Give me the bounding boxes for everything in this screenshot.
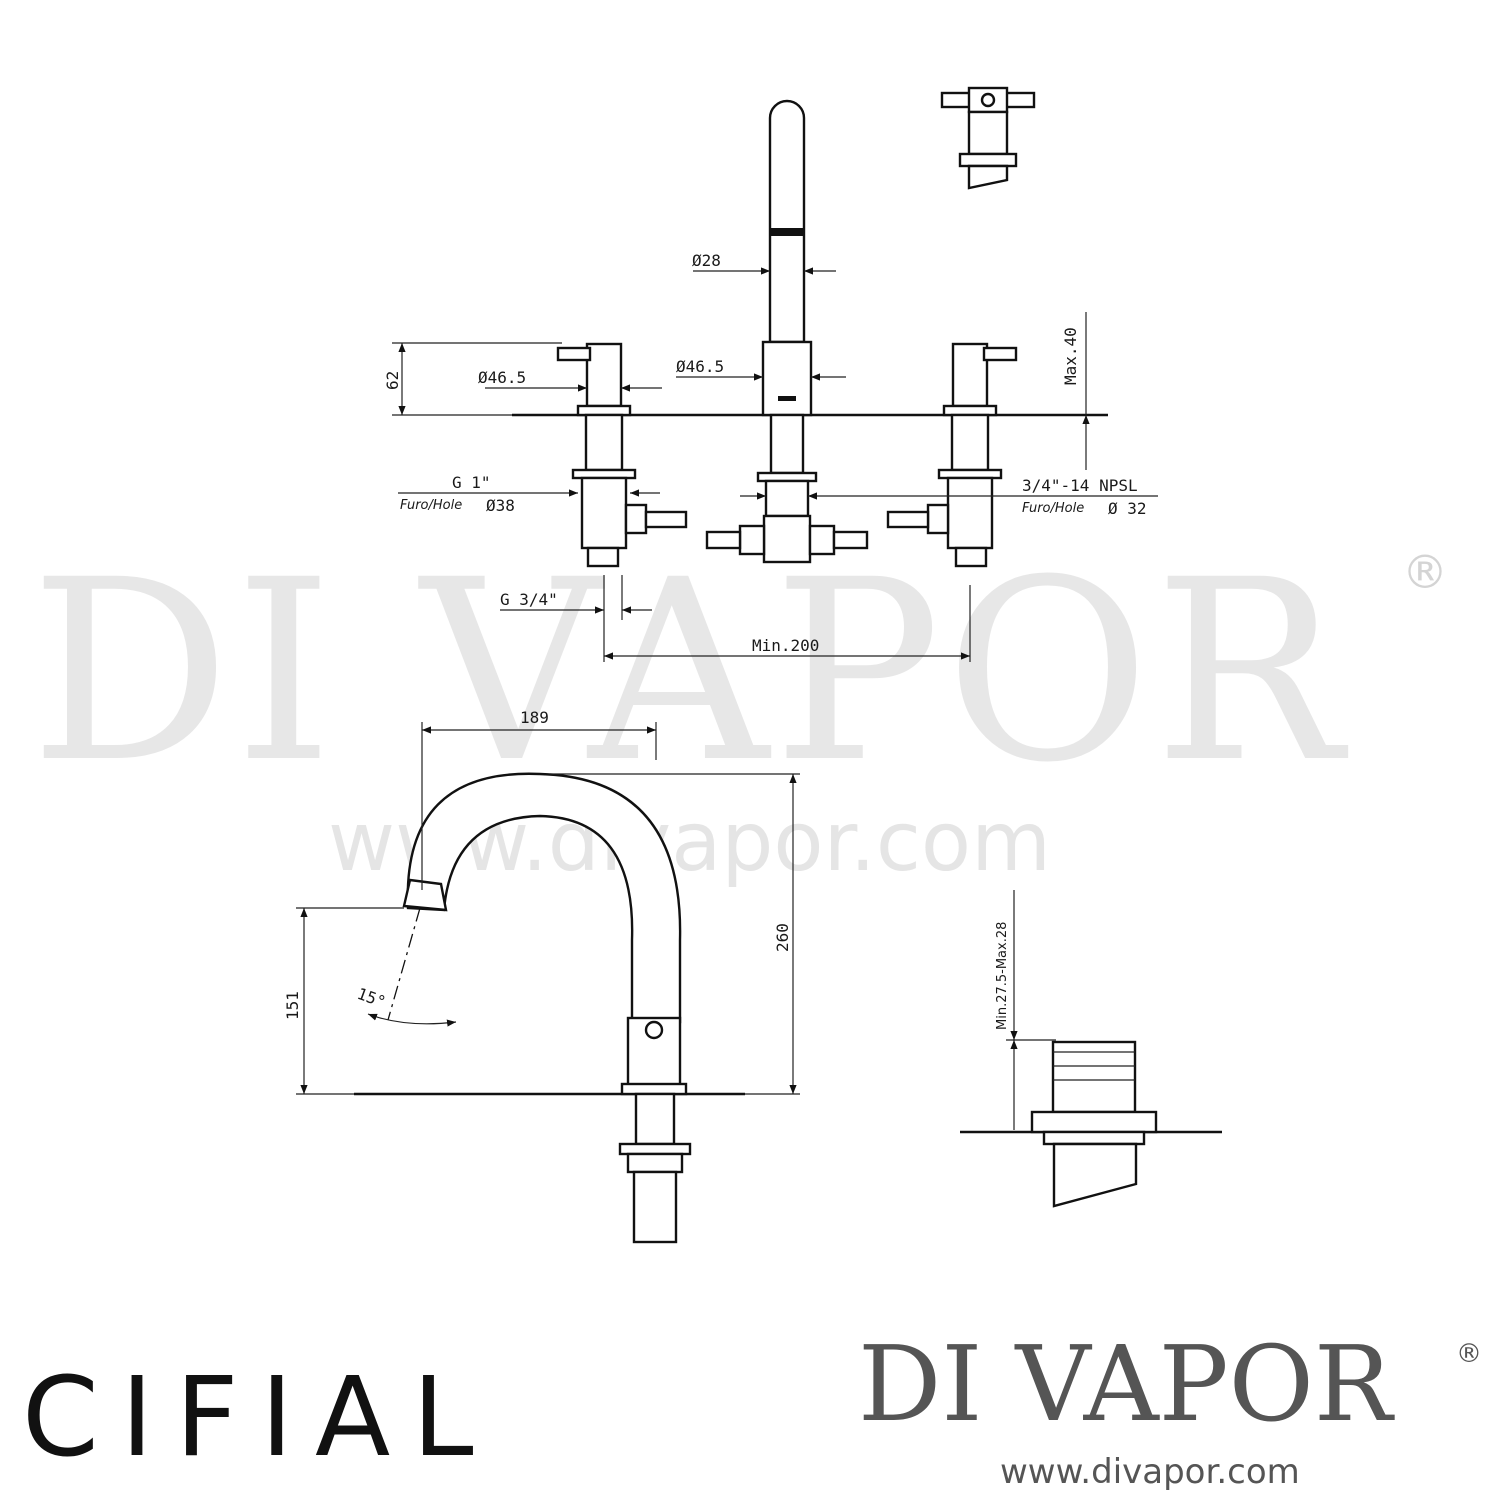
right-handle-valve [886, 342, 1018, 568]
cross-handle-icon [940, 86, 1036, 190]
angle-arc [367, 1013, 457, 1027]
detail-shank [1052, 1142, 1138, 1208]
spout-tail [632, 1170, 678, 1244]
side-view: 15° 189 260 151 [283, 708, 800, 1244]
left-hose [644, 510, 688, 529]
right-connector [926, 503, 950, 535]
left-valve-body [580, 476, 628, 550]
cross-handle-shank [967, 164, 1009, 190]
left-handle-flange [576, 404, 632, 417]
right-nut [937, 468, 1003, 480]
right-handle-flange [942, 404, 998, 417]
manufacturer-logo: CIFIAL [22, 1353, 496, 1481]
dim-center-body-diameter: Ø46.5 [676, 357, 724, 376]
center-connector-right [808, 524, 836, 556]
dim-reach: 189 [520, 708, 549, 727]
spout-outlet [402, 878, 448, 912]
cross-handle-screw [980, 92, 996, 108]
top-view: Ø28 62 Ø46.5 Ø46.5 Max.40 G 1" Furo/Hole [383, 86, 1158, 662]
dim-spray-angle: 15° [355, 984, 389, 1012]
dim-handle-height: 62 [383, 371, 402, 390]
center-hose-right [832, 530, 869, 550]
dim-left-thread: G 1" [452, 473, 491, 492]
cross-handle-flange [958, 152, 1018, 168]
right-handle-lever [982, 346, 1018, 362]
handle-detail: Min.27.5-Max.28 [960, 890, 1222, 1208]
dim-adjustment-range: Min.27.5-Max.28 [995, 922, 1010, 1030]
gooseneck-spout [406, 772, 682, 1024]
center-shank [769, 413, 805, 475]
center-nut [756, 471, 818, 483]
detail-flange [1030, 1110, 1158, 1134]
center-connector-left [738, 524, 766, 556]
watermark: DI VAPOR ® www.divapor.com [30, 526, 1448, 890]
right-handle-body [951, 342, 989, 408]
spout-tube [768, 99, 806, 344]
center-hose-left [705, 530, 742, 550]
right-shank [950, 413, 990, 472]
spout-shank-thread [626, 1152, 684, 1174]
retailer-url: www.divapor.com [1000, 1452, 1300, 1492]
dim-max-deck-thickness: Max.40 [1061, 327, 1080, 385]
left-tail [586, 546, 620, 568]
footer: CIFIAL DI VAPOR ® www.divapor.com [22, 1323, 1482, 1492]
dim-spout-diameter: Ø28 [692, 251, 721, 270]
dim-right-thread: 3/4"-14 NPSL [1022, 476, 1138, 495]
jet-centerline [387, 907, 421, 1021]
center-body-logo [778, 396, 796, 401]
detail-handle-body [1051, 1040, 1137, 1114]
detail-lower-flange [1042, 1130, 1146, 1146]
right-valve-body [946, 476, 994, 550]
dim-left-handle-diameter: Ø46.5 [478, 368, 526, 387]
left-nut [571, 468, 637, 480]
dim-right-hole-value: Ø 32 [1108, 499, 1147, 518]
retailer-logo: DI VAPOR [858, 1323, 1395, 1445]
dim-inlet-thread: G 3/4" [500, 590, 558, 609]
spout-base-flange [620, 1082, 688, 1096]
dim-total-height: 260 [773, 923, 792, 952]
center-body [761, 340, 813, 417]
spout-base-screw [644, 1020, 664, 1040]
cross-handle-stem [967, 110, 1009, 156]
watermark-brand: DI VAPOR [30, 526, 1349, 817]
dim-left-hole-prefix: Furo/Hole [400, 498, 462, 513]
watermark-registered-mark: ® [1402, 545, 1448, 599]
spout-aerator [770, 228, 804, 236]
dim-right-hole-prefix: Furo/Hole [1022, 501, 1084, 516]
dim-left-hole-value: Ø38 [486, 496, 515, 515]
center-spout [705, 99, 869, 564]
left-connector [624, 503, 648, 535]
left-handle-lever [556, 346, 592, 362]
center-tee [762, 514, 812, 564]
retailer-registered-mark: ® [1456, 1339, 1482, 1369]
center-shank-lower [764, 479, 810, 518]
left-handle-body [585, 342, 623, 408]
right-tail [954, 546, 988, 568]
left-handle-valve [556, 342, 688, 568]
right-hose [886, 510, 930, 529]
left-shank [584, 413, 624, 472]
spout-nut [618, 1142, 692, 1156]
spout-shank [634, 1092, 676, 1146]
dim-min-spacing: Min.200 [752, 636, 819, 655]
dim-outlet-height: 151 [283, 991, 302, 1020]
top-dimensions: Ø28 62 Ø46.5 Ø46.5 Max.40 G 1" Furo/Hole [383, 251, 1158, 662]
